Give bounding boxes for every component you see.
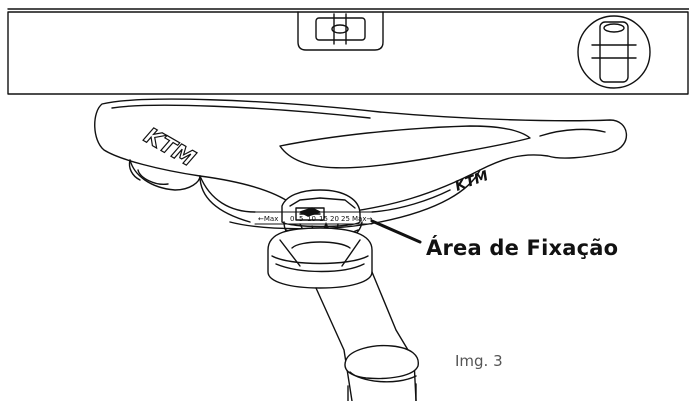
callout-leader-line [370,219,422,244]
ktm-logo-front: KTM [140,124,199,173]
level-bubble-horizontal [315,17,366,41]
scale-tick: 15 [319,215,328,223]
scale-tick: 20 [330,215,339,223]
seatpost [315,271,419,401]
level-bubble-vertical [577,15,651,89]
scale-tick: 25 [341,215,350,223]
scale-max-right: Max→ [352,215,372,223]
adjustment-scale: ←Max 0 5 10 15 20 25 Max→ [258,215,372,223]
scale-tick: 10 [307,215,316,223]
ktm-logo-side: KTM [453,168,491,195]
spirit-level [7,8,689,95]
image-caption: Img. 3 [455,352,503,370]
scale-tick: 5 [299,215,303,223]
scale-max-left: ←Max [258,215,278,223]
scale-tick: 0 [290,215,294,223]
fixation-area-label: Área de Fixação [426,236,619,260]
suspension-collar [267,227,373,289]
saddle [94,98,628,230]
saddle-rails [199,175,451,225]
